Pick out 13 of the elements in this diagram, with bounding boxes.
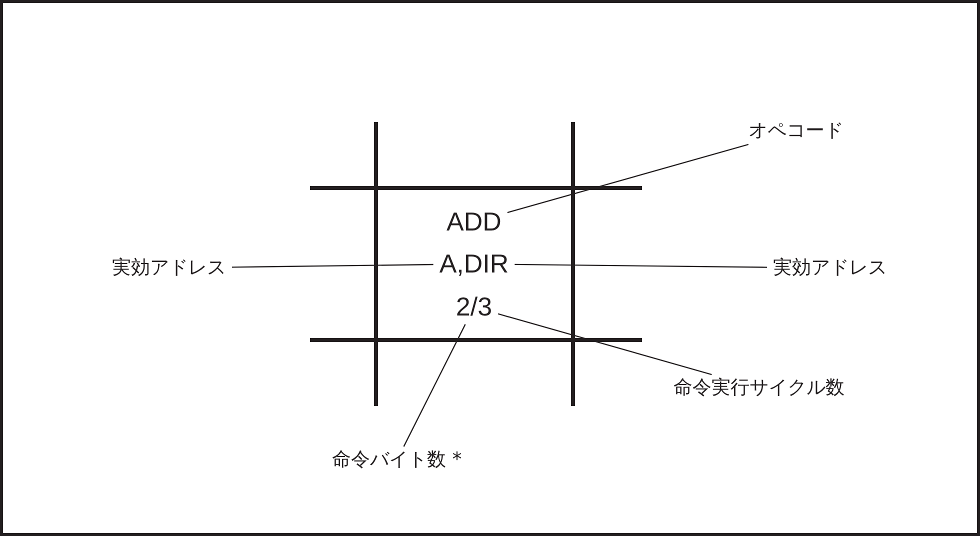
instruction-text: 2/3 — [456, 292, 492, 322]
annotation-label: 命令実行サイクル数 — [674, 378, 844, 398]
annotation-label: オペコード — [748, 120, 844, 142]
leader-line — [498, 313, 712, 376]
leader-line — [507, 144, 749, 214]
leader-line — [403, 324, 466, 447]
instruction-text: A,DIR — [439, 250, 509, 278]
annotation-label: 命令バイト数 * — [332, 450, 462, 470]
leader-line — [514, 264, 767, 268]
leader-line — [232, 264, 434, 268]
instruction-text: ADD — [446, 208, 502, 236]
annotation-label: 実効アドレス — [773, 258, 887, 278]
annotation-label: 実効アドレス — [112, 258, 226, 278]
